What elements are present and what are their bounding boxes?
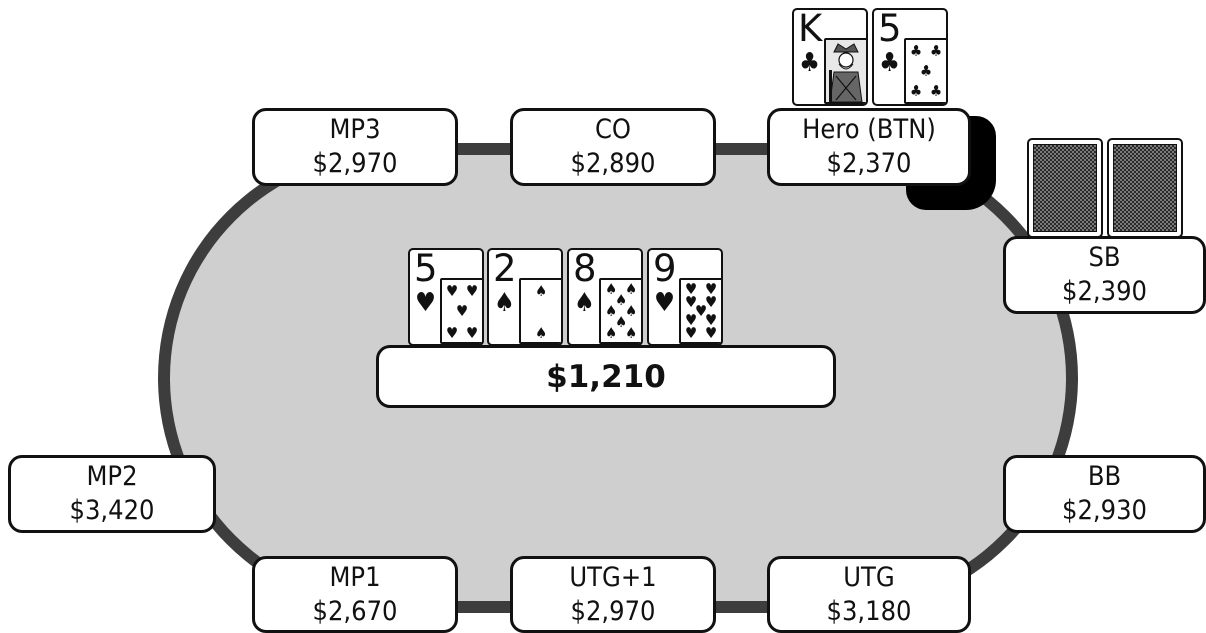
heart-icon: ♥ bbox=[705, 324, 718, 342]
spade-icon: ♠ bbox=[625, 280, 638, 298]
card-pips: ♣ ♣ ♣ ♣ ♣ bbox=[904, 38, 946, 104]
board-card-3: 8 ♠ ♠ ♠ ♠ ♠ ♠ ♠ ♠ ♠ bbox=[567, 248, 643, 346]
club-icon: ♣ bbox=[930, 42, 943, 60]
club-icon: ♣ bbox=[799, 48, 820, 78]
seat-mp3: MP3 $2,970 bbox=[252, 108, 458, 186]
heart-icon: ♥ bbox=[446, 324, 459, 342]
spade-icon: ♠ bbox=[535, 282, 548, 300]
spade-icon: ♠ bbox=[625, 324, 638, 342]
heart-icon: ♥ bbox=[685, 293, 698, 311]
seat-utg: UTG $3,180 bbox=[767, 556, 971, 633]
card-pips: ♥ ♥ ♥ ♥ ♥ bbox=[440, 278, 482, 344]
heart-icon: ♥ bbox=[446, 282, 459, 300]
heart-icon: ♥ bbox=[705, 293, 718, 311]
heart-icon: ♥ bbox=[654, 288, 675, 318]
seat-mp2: MP2 $3,420 bbox=[8, 455, 216, 533]
spade-icon: ♠ bbox=[615, 291, 628, 309]
spade-icon: ♠ bbox=[605, 302, 618, 320]
seat-stack: $2,370 bbox=[826, 148, 912, 179]
board-card-2: 2 ♠ ♠ ♠ bbox=[487, 248, 563, 346]
heart-icon: ♥ bbox=[466, 324, 479, 342]
heart-icon: ♥ bbox=[466, 282, 479, 300]
heart-icon: ♥ bbox=[685, 324, 698, 342]
seat-stack: $3,180 bbox=[826, 595, 912, 627]
seat-bb: BB $2,930 bbox=[1003, 455, 1206, 533]
card-pips: ♠ ♠ bbox=[519, 278, 561, 344]
seat-stack: $2,970 bbox=[312, 148, 398, 179]
spade-icon: ♠ bbox=[535, 324, 548, 342]
seat-hero: Hero (BTN) $2,370 bbox=[767, 108, 971, 186]
seat-stack: $2,670 bbox=[312, 595, 398, 627]
seat-position: UTG bbox=[843, 561, 895, 593]
seat-position: UTG+1 bbox=[569, 561, 657, 593]
spade-icon: ♠ bbox=[605, 324, 618, 342]
seat-position: MP1 bbox=[329, 561, 381, 593]
pot-amount: $1,210 bbox=[546, 358, 666, 395]
pot-box: $1,210 bbox=[376, 345, 836, 408]
spade-icon: ♠ bbox=[494, 288, 515, 318]
card-pips: ♠ ♠ ♠ ♠ ♠ ♠ ♠ ♠ bbox=[599, 278, 641, 344]
seat-stack: $2,890 bbox=[570, 148, 656, 179]
seat-co: CO $2,890 bbox=[510, 108, 716, 186]
club-icon: ♣ bbox=[910, 42, 923, 60]
seat-position: BB bbox=[1087, 461, 1122, 492]
card-rank: 5 bbox=[414, 248, 438, 290]
spade-icon: ♠ bbox=[625, 302, 638, 320]
seat-position: CO bbox=[594, 114, 632, 145]
seat-position: SB bbox=[1088, 242, 1121, 273]
hero-card-1: K ♣ bbox=[792, 8, 868, 106]
seat-position: MP3 bbox=[329, 114, 381, 145]
seat-stack: $2,930 bbox=[1062, 495, 1147, 526]
heart-icon: ♥ bbox=[695, 302, 708, 320]
board-card-1: 5 ♥ ♥ ♥ ♥ ♥ ♥ bbox=[408, 248, 484, 346]
card-rank: 5 bbox=[878, 8, 902, 50]
seat-sb: SB $2,390 bbox=[1003, 236, 1206, 314]
heart-icon: ♥ bbox=[685, 311, 698, 329]
club-icon: ♣ bbox=[910, 82, 923, 100]
heart-icon: ♥ bbox=[456, 302, 469, 320]
board-card-4: 9 ♥ ♥ ♥ ♥ ♥ ♥ ♥ ♥ ♥ ♥ bbox=[647, 248, 723, 346]
seat-stack: $2,970 bbox=[570, 595, 656, 627]
seat-position: Hero (BTN) bbox=[802, 114, 936, 145]
club-icon: ♣ bbox=[879, 48, 900, 78]
heart-icon: ♥ bbox=[415, 288, 436, 318]
heart-icon: ♥ bbox=[705, 280, 718, 298]
card-rank: K bbox=[798, 8, 823, 50]
king-portrait-icon bbox=[824, 38, 866, 104]
spade-icon: ♠ bbox=[574, 288, 595, 318]
seat-position: MP2 bbox=[86, 461, 138, 492]
seat-utg1: UTG+1 $2,970 bbox=[510, 556, 716, 633]
sb-card-back-2 bbox=[1107, 138, 1183, 238]
spade-icon: ♠ bbox=[605, 280, 618, 298]
heart-icon: ♥ bbox=[705, 311, 718, 329]
club-icon: ♣ bbox=[930, 82, 943, 100]
club-icon: ♣ bbox=[920, 62, 933, 80]
card-rank: 2 bbox=[493, 248, 517, 290]
card-rank: 8 bbox=[573, 248, 597, 290]
hero-card-2: 5 ♣ ♣ ♣ ♣ ♣ ♣ bbox=[872, 8, 948, 106]
heart-icon: ♥ bbox=[685, 280, 698, 298]
card-rank: 9 bbox=[653, 248, 677, 290]
seat-mp1: MP1 $2,670 bbox=[252, 556, 458, 633]
card-pips: ♥ ♥ ♥ ♥ ♥ ♥ ♥ ♥ ♥ bbox=[679, 278, 721, 344]
seat-stack: $3,420 bbox=[69, 495, 155, 526]
sb-card-back-1 bbox=[1027, 138, 1103, 238]
seat-stack: $2,390 bbox=[1062, 276, 1147, 307]
spade-icon: ♠ bbox=[615, 313, 628, 331]
